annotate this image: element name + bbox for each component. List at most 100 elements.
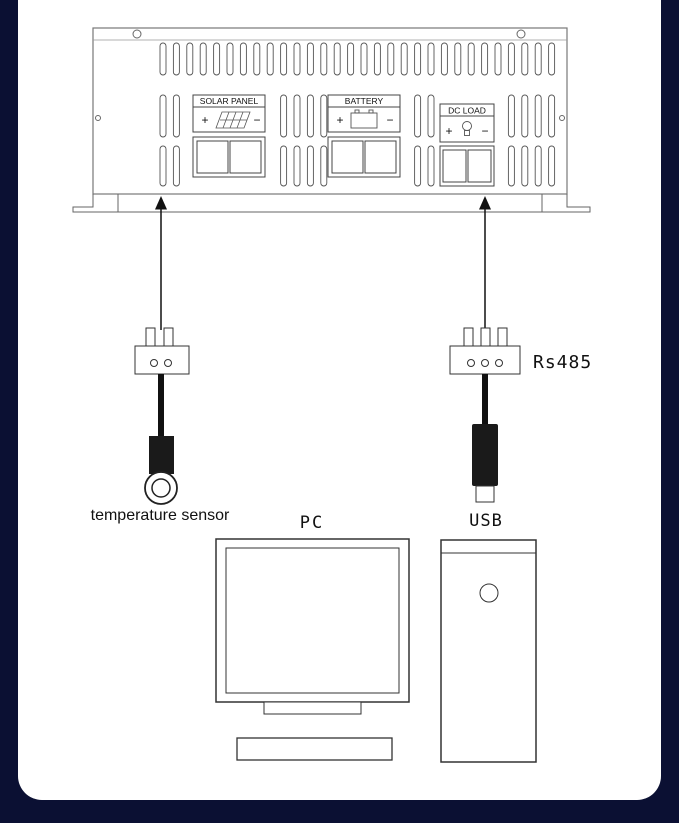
vent-slot [293, 94, 301, 138]
solar-panel-label: SOLAR PANEL [200, 96, 259, 106]
battery-label: BATTERY [345, 96, 384, 106]
solar-plus-sign: + [201, 113, 208, 127]
solar-panel-icon [215, 111, 251, 129]
vent-slot [159, 94, 167, 138]
vent-slot [280, 94, 288, 138]
vent-slot [253, 42, 261, 76]
vent-slot [306, 94, 314, 138]
dc-load-minus-socket [467, 149, 492, 183]
vent-slot [427, 42, 435, 76]
vent-slot [320, 94, 328, 138]
vent-slot [507, 145, 515, 187]
vent-slot [172, 94, 180, 138]
vent-slot [280, 145, 288, 187]
usb-label: USB [469, 511, 503, 531]
battery-terminal: BATTERY + − [327, 94, 401, 178]
vent-slot [548, 42, 556, 76]
vent-slot [400, 42, 408, 76]
dc-load-terminal: DC LOAD + − [439, 103, 495, 187]
vent-slot [333, 42, 341, 76]
vent-slot [306, 42, 314, 76]
vent-slot [172, 145, 180, 187]
vent-slot [347, 42, 355, 76]
vent-slot [414, 145, 422, 187]
vent-slot [548, 94, 556, 138]
vent-slot [454, 42, 462, 76]
vent-slot [306, 145, 314, 187]
battery-icon [350, 109, 378, 129]
vent-slot [467, 42, 475, 76]
dc-load-label: DC LOAD [448, 106, 486, 116]
vent-slot [481, 42, 489, 76]
usb-plug-tip [475, 485, 495, 503]
solar-panel-terminal: SOLAR PANEL + − [192, 94, 266, 178]
vent-slot [507, 94, 515, 138]
dc-load-plus-sign: + [445, 124, 452, 138]
vent-slot [159, 42, 167, 76]
vent-slot [387, 42, 395, 76]
monitor-stand [263, 701, 362, 715]
vent-slot [507, 42, 515, 76]
screw-hole-top-left [132, 29, 142, 39]
vent-slot [172, 42, 180, 76]
vent-slot [494, 42, 502, 76]
vent-slot [373, 42, 381, 76]
vent-slot [186, 42, 194, 76]
keyboard [236, 737, 393, 761]
screw-hole-left [95, 115, 101, 121]
solar-minus-socket [229, 140, 262, 174]
vent-slot [320, 42, 328, 76]
usb-cable [482, 374, 488, 424]
vent-slot [414, 94, 422, 138]
lightbulb-icon [462, 121, 472, 136]
vent-slot [239, 42, 247, 76]
rs485-connector-plug [449, 327, 521, 375]
vent-slot [534, 42, 542, 76]
dc-load-plus-socket [442, 149, 467, 183]
temperature-sensor-cable [158, 374, 164, 436]
monitor-screen [225, 547, 400, 694]
vent-slot [440, 42, 448, 76]
vent-slot [414, 42, 422, 76]
vent-slot [427, 94, 435, 138]
vent-slot [266, 42, 274, 76]
temperature-sensor-label: temperature sensor [91, 507, 230, 524]
battery-minus-sign: − [386, 113, 393, 127]
solar-minus-sign: − [253, 113, 260, 127]
vent-slot [521, 145, 529, 187]
battery-plus-sign: + [336, 113, 343, 127]
solar-plus-socket [196, 140, 229, 174]
dc-load-minus-sign: − [481, 124, 488, 138]
vent-slot [534, 145, 542, 187]
vent-slot [521, 94, 529, 138]
screw-hole-right [559, 115, 565, 121]
ventilation-slots [159, 42, 556, 187]
mounting-foot-left [72, 194, 119, 213]
vent-slot [280, 42, 288, 76]
pc-tower [440, 539, 537, 763]
battery-minus-socket [364, 140, 397, 174]
vent-slot [360, 42, 368, 76]
rs485-usb-assembly: Rs485 USB [449, 196, 592, 531]
vent-slot [226, 42, 234, 76]
battery-plus-socket [331, 140, 364, 174]
vent-slot [199, 42, 207, 76]
temperature-sensor-sleeve [149, 436, 174, 474]
vent-slot [320, 145, 328, 187]
temperature-sensor-assembly: temperature sensor [91, 196, 230, 524]
pc-label: PC [300, 513, 324, 533]
vent-slot [293, 145, 301, 187]
vent-slot [213, 42, 221, 76]
pc-monitor [215, 538, 410, 715]
temperature-connector-plug [134, 327, 190, 375]
screw-hole-top-right [516, 29, 526, 39]
vent-slot [159, 145, 167, 187]
vent-slot [548, 145, 556, 187]
vent-slot [534, 94, 542, 138]
vent-slot [427, 145, 435, 187]
usb-plug-housing [472, 424, 498, 486]
rs485-label: Rs485 [533, 352, 592, 373]
vent-slot [521, 42, 529, 76]
vent-slot [293, 42, 301, 76]
